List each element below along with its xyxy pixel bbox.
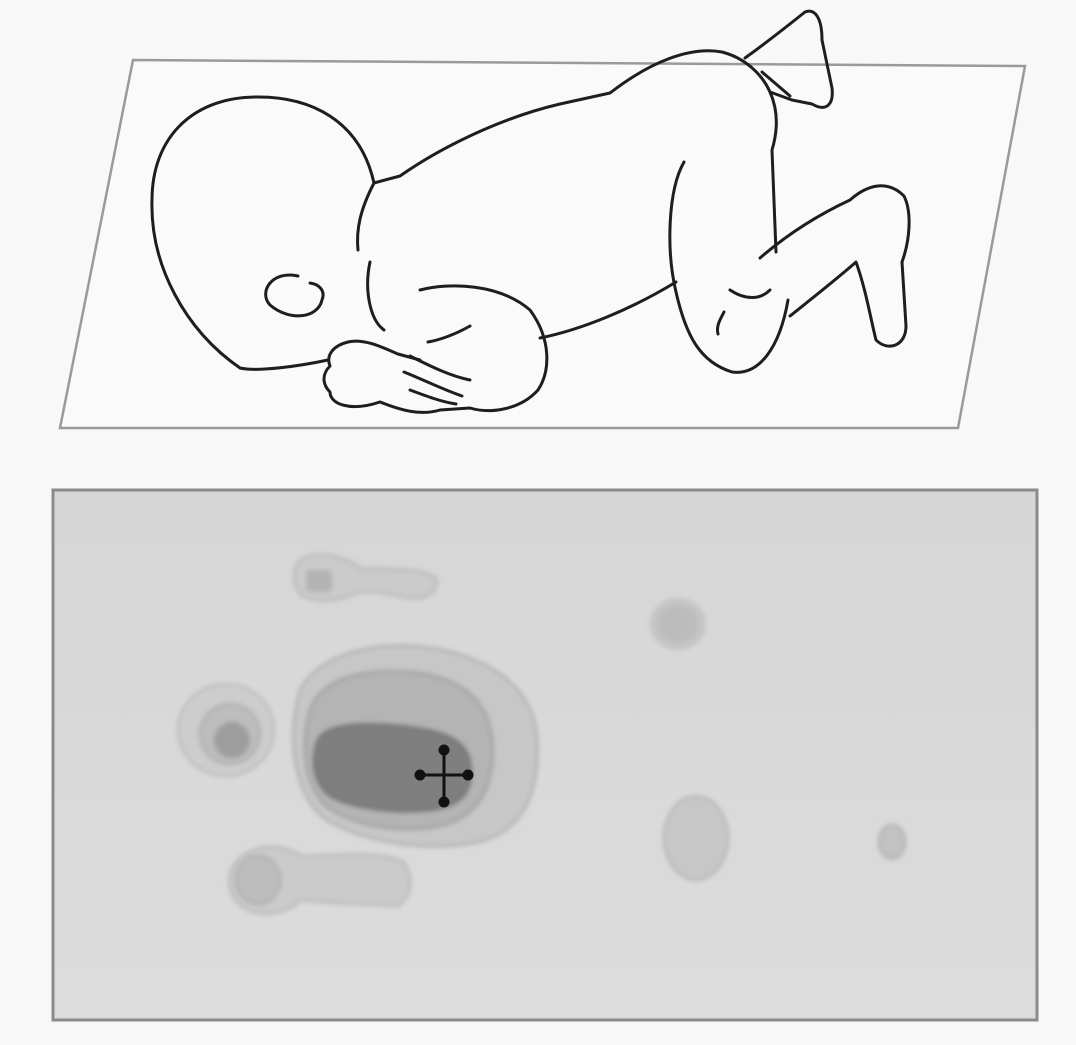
sheet-outline [60,60,1025,428]
pressure-region-lower-right [879,825,905,859]
pressure-region-upper-right [650,598,706,650]
pressure-map-panel [53,490,1037,1020]
pressure-region-left [178,684,274,776]
pressure-region-main [293,646,537,847]
infant-panel [60,11,1025,428]
pressure-region-lower-center [664,796,728,880]
